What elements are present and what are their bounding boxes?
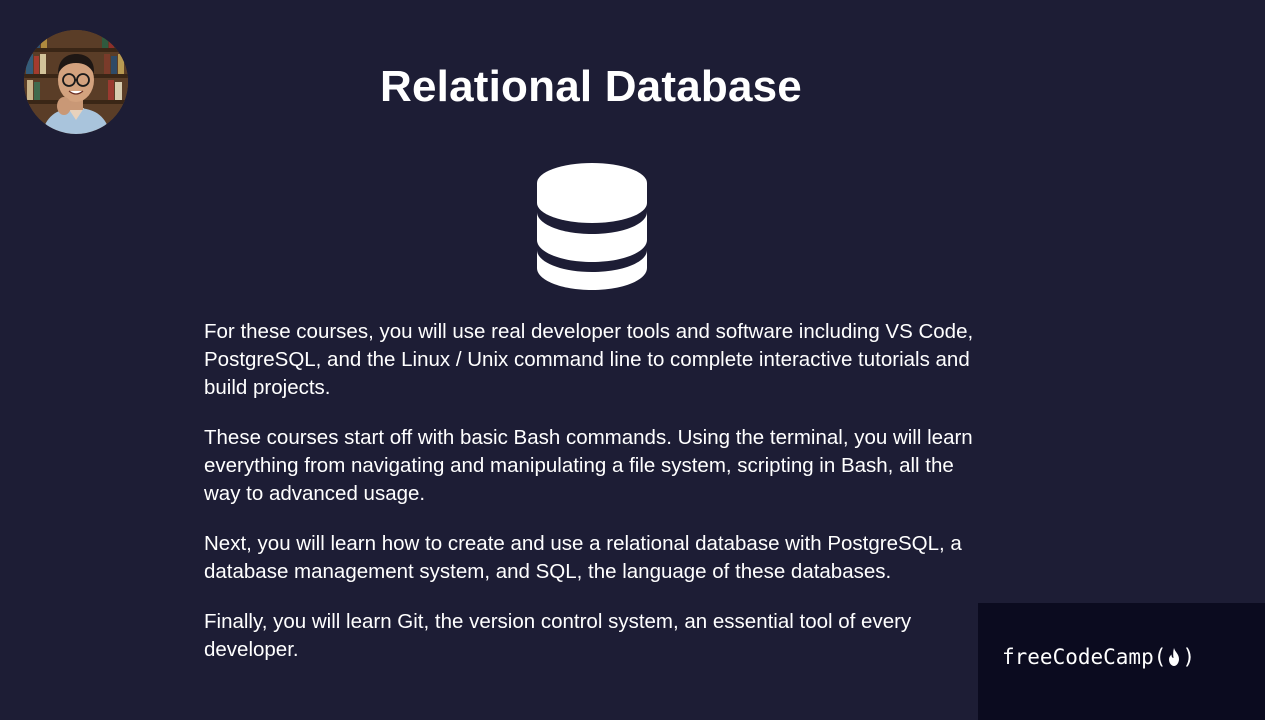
brand-close-paren: ) — [1182, 645, 1196, 669]
brand-name: freeCodeCamp — [1002, 645, 1154, 669]
database-icon — [537, 163, 647, 290]
page-title: Relational Database — [380, 62, 802, 111]
flame-icon — [1169, 648, 1180, 666]
freecodecamp-logo: freeCodeCamp ( ) — [1002, 645, 1195, 669]
presenter-avatar — [24, 30, 128, 134]
paragraph-tools: For these courses, you will use real dev… — [204, 320, 974, 399]
paragraph-bash: These courses start off with basic Bash … — [204, 426, 973, 505]
brand-open-paren: ( — [1153, 645, 1167, 669]
presenter-photo — [24, 30, 128, 134]
slide-body: For these courses, you will use real dev… — [204, 318, 994, 686]
brand-box: freeCodeCamp ( ) — [978, 603, 1265, 720]
paragraph-postgresql: Next, you will learn how to create and u… — [204, 532, 962, 583]
paragraph-git: Finally, you will learn Git, the version… — [204, 610, 912, 661]
